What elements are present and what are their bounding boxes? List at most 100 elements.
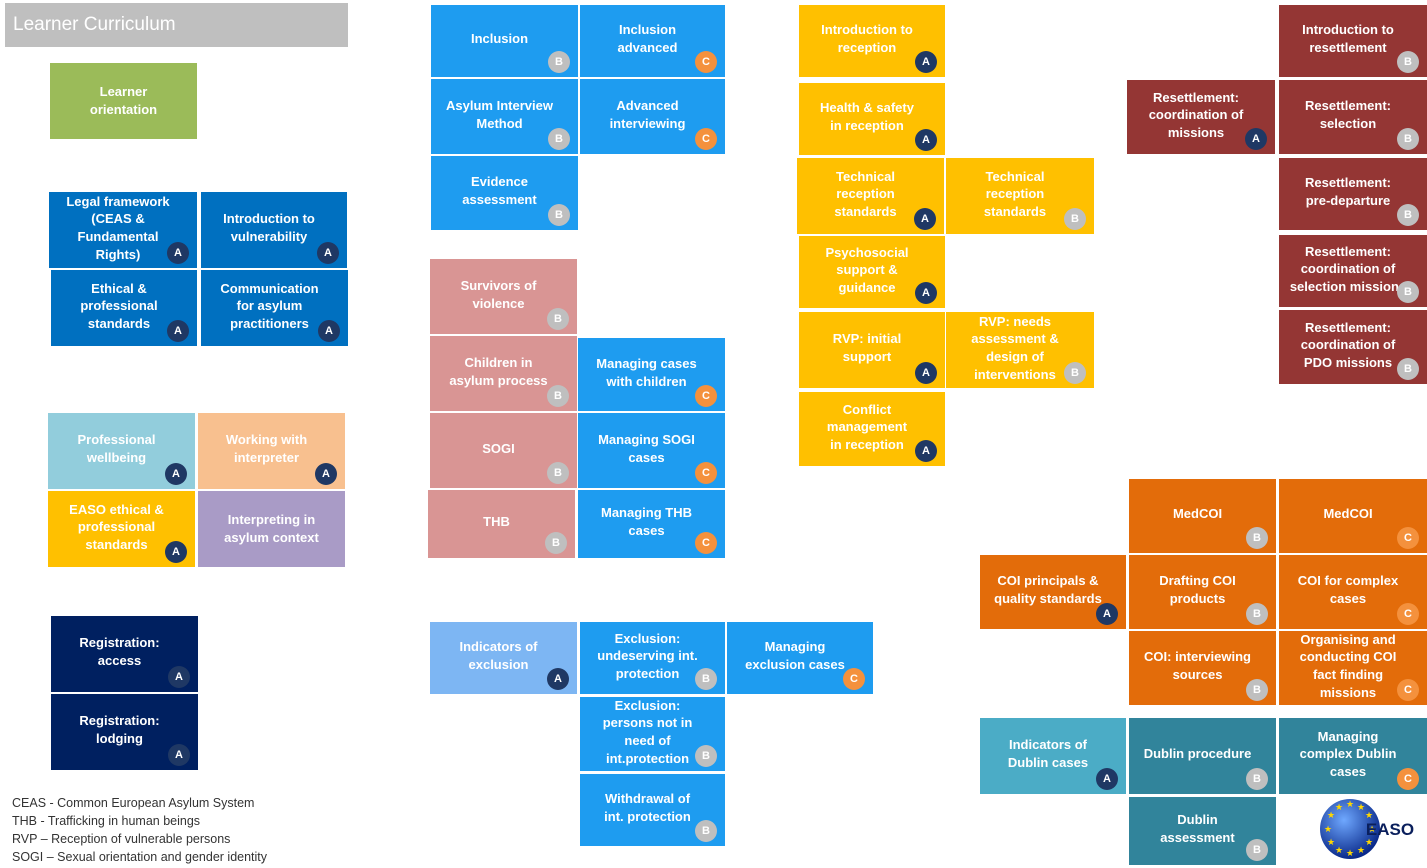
level-badge: B [695,820,717,842]
level-badge: C [843,668,865,690]
module-label: Managing complex Dublin cases [1299,728,1397,779]
svg-text:★: ★ [1357,803,1365,813]
svg-text:★: ★ [1346,800,1354,810]
svg-text:★: ★ [1365,838,1373,848]
level-badge: B [548,51,570,73]
module-card: MedCOI B [1129,479,1276,553]
module-label: Registration: access [79,635,160,668]
module-card: Organising and conducting COI fact findi… [1279,631,1427,705]
module-label: Registration: lodging [79,713,160,746]
level-badge: B [1246,527,1268,549]
level-badge: C [695,462,717,484]
level-badge: B [1397,358,1419,380]
level-badge: A [165,463,187,485]
level-badge: B [547,308,569,330]
module-label: Withdrawal of int. protection [604,791,691,824]
module-label: COI for complex cases [1297,573,1399,606]
module-label: Exclusion: persons not in need of int.pr… [602,697,693,766]
module-label: Interpreting in asylum context [224,512,319,545]
level-badge: B [1397,51,1419,73]
level-badge: B [1397,281,1419,303]
level-badge: A [167,242,189,264]
module-label: Psychosocial support & guidance [825,244,909,295]
svg-text:★: ★ [1327,811,1335,821]
module-label: Organising and conducting COI fact findi… [1299,631,1397,700]
module-label: Evidence assessment [462,174,537,207]
level-badge: C [695,51,717,73]
module-label: RVP: initial support [832,331,902,364]
level-badge: B [695,668,717,690]
module-card: Resettlement: coordination of PDO missio… [1279,310,1427,384]
module-label: Dublin procedure [1143,746,1252,762]
module-label: Indicators of Dublin cases [1007,737,1089,770]
level-badge: A [915,282,937,304]
level-badge: C [1397,603,1419,625]
level-badge: C [695,385,717,407]
module-label: Resettlement: coordination of missions [1148,89,1244,140]
level-badge: A [914,208,936,230]
module-label: Managing exclusion cases [745,639,845,672]
legend-item: CEAS - Common European Asylum System [12,796,255,810]
module-label: Introduction to resettlement [1302,22,1394,55]
module-card: Learner orientation [50,63,197,139]
level-badge: B [547,385,569,407]
level-badge: B [1246,679,1268,701]
module-label: Introduction to reception [821,22,913,55]
module-label: Health & safety in reception [820,100,914,133]
module-label: Resettlement: pre-departure [1305,175,1391,208]
module-label: Resettlement: selection [1305,98,1391,131]
level-badge: B [1246,839,1268,861]
legend-item: SOGI – Sexual orientation and gender ide… [12,850,268,864]
svg-text:★: ★ [1324,825,1332,835]
level-badge: C [1397,527,1419,549]
module-label: Inclusion [470,31,529,47]
svg-text:★: ★ [1365,811,1373,821]
level-badge: A [915,51,937,73]
legend-item: THB - Trafficking in human beings [12,814,201,828]
module-label: Advanced interviewing [609,97,686,131]
level-badge: A [915,362,937,384]
module-label: Professional wellbeing [77,432,156,465]
module-label: MedCOI [1172,506,1223,522]
level-badge: A [1096,768,1118,790]
module-label: Working with interpreter [225,432,308,465]
module-label: Managing SOGI cases [598,431,695,465]
abbreviation-legend: CEAS - Common European Asylum System THB… [12,794,267,866]
module-label: THB [483,514,510,530]
module-label: Introduction to vulnerability [223,211,315,244]
level-badge: C [1397,768,1419,790]
level-badge: B [548,128,570,150]
level-badge: A [1096,603,1118,625]
module-label: Indicators of exclusion [459,639,538,672]
level-badge: B [1397,204,1419,226]
module-label: Ethical & professional standards [80,280,158,331]
module-label: Learner orientation [89,84,158,117]
module-label: Managing cases with children [596,355,697,389]
